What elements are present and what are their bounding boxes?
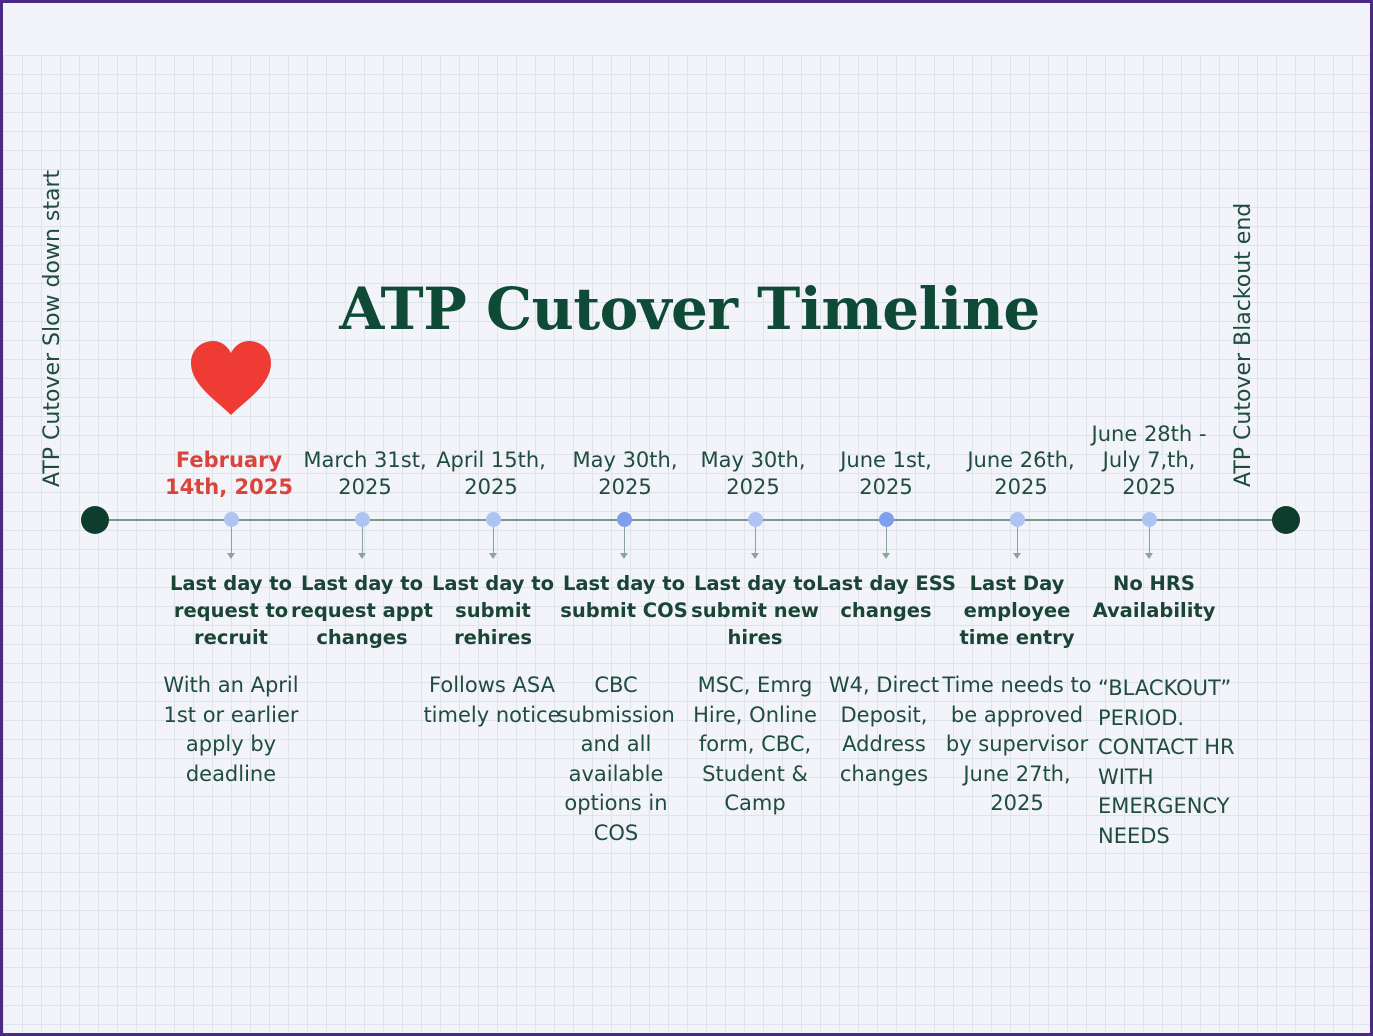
milestone-dot [355, 512, 370, 527]
milestone-date: March 31st, 2025 [303, 448, 427, 499]
milestone-date: May 30th, 2025 [572, 448, 678, 499]
milestone-heading: Last day to submit new hires [691, 572, 819, 649]
milestone-description: Follows ASA timely notice [423, 673, 561, 727]
milestone-dot [1010, 512, 1025, 527]
milestone-heading: Last Day employee time entry [959, 572, 1075, 649]
timeline-end-point [1272, 506, 1300, 534]
milestone-date: February 14th, 2025 [165, 448, 293, 499]
heart-icon [191, 341, 271, 415]
milestone-arrow [489, 527, 497, 559]
milestone-description: CBC submission and all available options… [557, 673, 675, 845]
milestone-description: “BLACKOUT” PERIOD. CONTACT HR WITH EMERG… [1098, 676, 1235, 848]
milestone-arrow [882, 527, 890, 559]
milestone-dot [748, 512, 763, 527]
milestone-heading: Last day to request to recruit [169, 572, 293, 649]
milestone-arrow [620, 527, 628, 559]
milestone-date: June 26th, 2025 [967, 448, 1075, 499]
milestone-heading: Last day to request appt changes [290, 572, 434, 649]
top-band [3, 3, 1370, 55]
milestone-description: With an April 1st or earlier apply by de… [163, 673, 299, 786]
milestone-dot [1142, 512, 1157, 527]
milestone-dot [486, 512, 501, 527]
milestone-arrow [1145, 527, 1153, 559]
timeline-axis [95, 519, 1286, 521]
milestone-arrow [1013, 527, 1021, 559]
end-label: ATP Cutover Blackout end [1231, 202, 1256, 487]
start-label: ATP Cutover Slow down start [40, 169, 65, 487]
milestone-date: April 15th, 2025 [436, 448, 546, 499]
milestone-dot [879, 512, 894, 527]
page-title: ATP Cutover Timeline [339, 275, 1040, 343]
milestone-description: W4, Direct Deposit, Address changes [828, 673, 940, 786]
milestone-heading: Last day ESS changes [816, 572, 956, 622]
milestone-arrow [751, 527, 759, 559]
milestone-heading: Last day to submit rehires [431, 572, 555, 649]
milestone-arrow [358, 527, 366, 559]
milestone-description: MSC, Emrg Hire, Online form, CBC, Studen… [693, 673, 817, 815]
milestone-description: Time needs to be approved by supervisor … [942, 673, 1092, 815]
milestone-heading: Last day to submit COS [560, 572, 688, 622]
milestone-dot [617, 512, 632, 527]
milestone-arrow [227, 527, 235, 559]
milestone-date: June 28th - July 7,th, 2025 [1091, 421, 1207, 499]
timeline-start-point [81, 506, 109, 534]
milestone-date: June 1st, 2025 [840, 448, 932, 499]
milestone-date: May 30th, 2025 [700, 448, 806, 499]
milestone-heading: No HRS Availability [1092, 572, 1216, 622]
milestone-dot [224, 512, 239, 527]
